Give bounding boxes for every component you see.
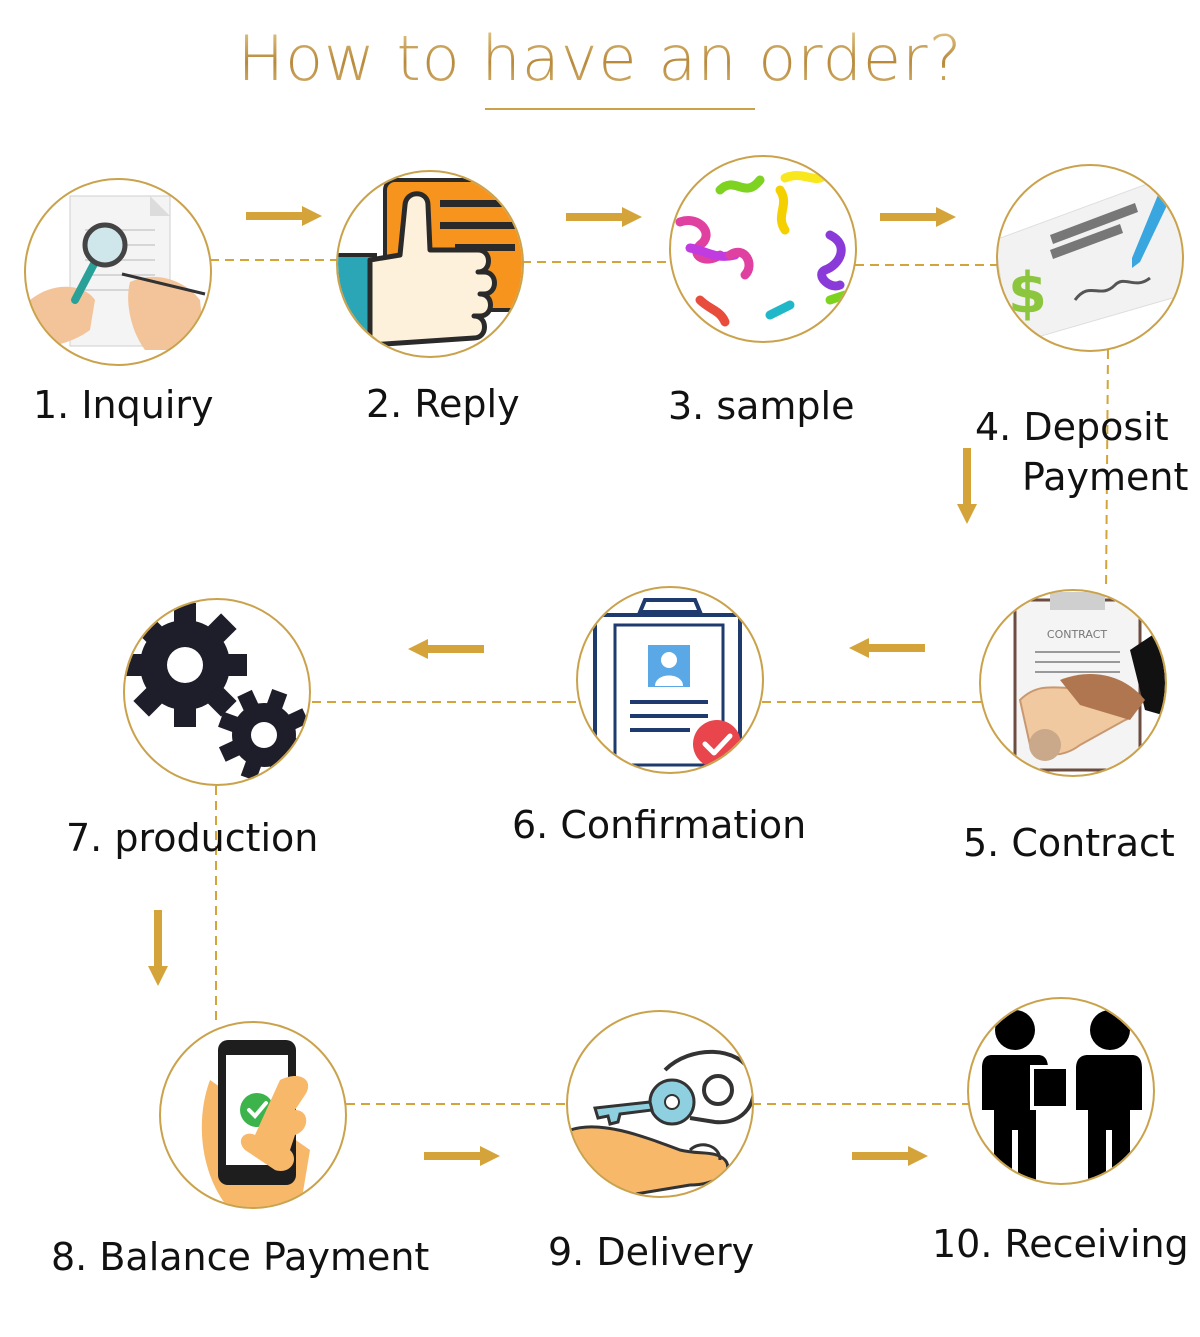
step-4-label-line1: 4. Deposit [975, 405, 1169, 449]
step-7-label: 7. production [66, 816, 319, 860]
contract-heading: CONTRACT [1047, 628, 1107, 641]
confetti-icon [675, 170, 850, 327]
title-underline [485, 108, 755, 110]
arrow-right-icon [880, 207, 956, 227]
step-2-icon [336, 170, 524, 358]
step-5-label: 5. Contract [963, 821, 1175, 865]
step-2-label: 2. Reply [366, 382, 520, 426]
package-handover-icon [982, 1010, 1142, 1183]
step-9-icon [566, 1010, 754, 1198]
step-9-label: 9. Delivery [548, 1230, 755, 1274]
key-in-hand-icon [568, 1049, 752, 1196]
arrow-left-icon [849, 638, 925, 658]
svg-text:$: $ [1008, 261, 1047, 326]
step-10-label: 10. Receiving [932, 1222, 1189, 1266]
check-signing-icon: $ [998, 169, 1182, 346]
step-6-label: 6. Confirmation [512, 803, 807, 847]
step-4-icon: $ [996, 164, 1184, 352]
phone-payment-icon [201, 1040, 310, 1207]
clipboard-approved-icon [593, 598, 742, 772]
connector-lines [210, 259, 1109, 1105]
arrow-left-icon [408, 639, 484, 659]
step-6-icon [576, 586, 764, 774]
step-1-icon [24, 178, 212, 366]
page-title: How to have an order? [0, 22, 1200, 95]
step-8-icon [159, 1021, 347, 1209]
direction-arrows [148, 206, 977, 1166]
step-10-icon [967, 997, 1155, 1185]
step-4-label-line2: Payment [1022, 455, 1189, 499]
arrow-right-icon [566, 207, 642, 227]
step-7-icon [123, 598, 311, 786]
step-3-label: 3. sample [668, 384, 855, 428]
step-5-icon: CONTRACT [979, 589, 1167, 777]
arrow-right-icon [424, 1146, 500, 1166]
step-1-label: 1. Inquiry [33, 383, 214, 427]
step-3-icon [669, 155, 857, 343]
thumbs-up-icon [338, 178, 522, 356]
arrow-right-icon [852, 1146, 928, 1166]
step-8-label: 8. Balance Payment [51, 1235, 430, 1279]
arrow-right-icon [246, 206, 322, 226]
handshake-contract-icon: CONTRACT [1013, 592, 1165, 772]
connector-4-5 [1105, 349, 1109, 591]
arrow-down-icon [957, 448, 977, 524]
arrow-down-icon [148, 910, 168, 986]
magnifier-document-icon [30, 195, 206, 350]
